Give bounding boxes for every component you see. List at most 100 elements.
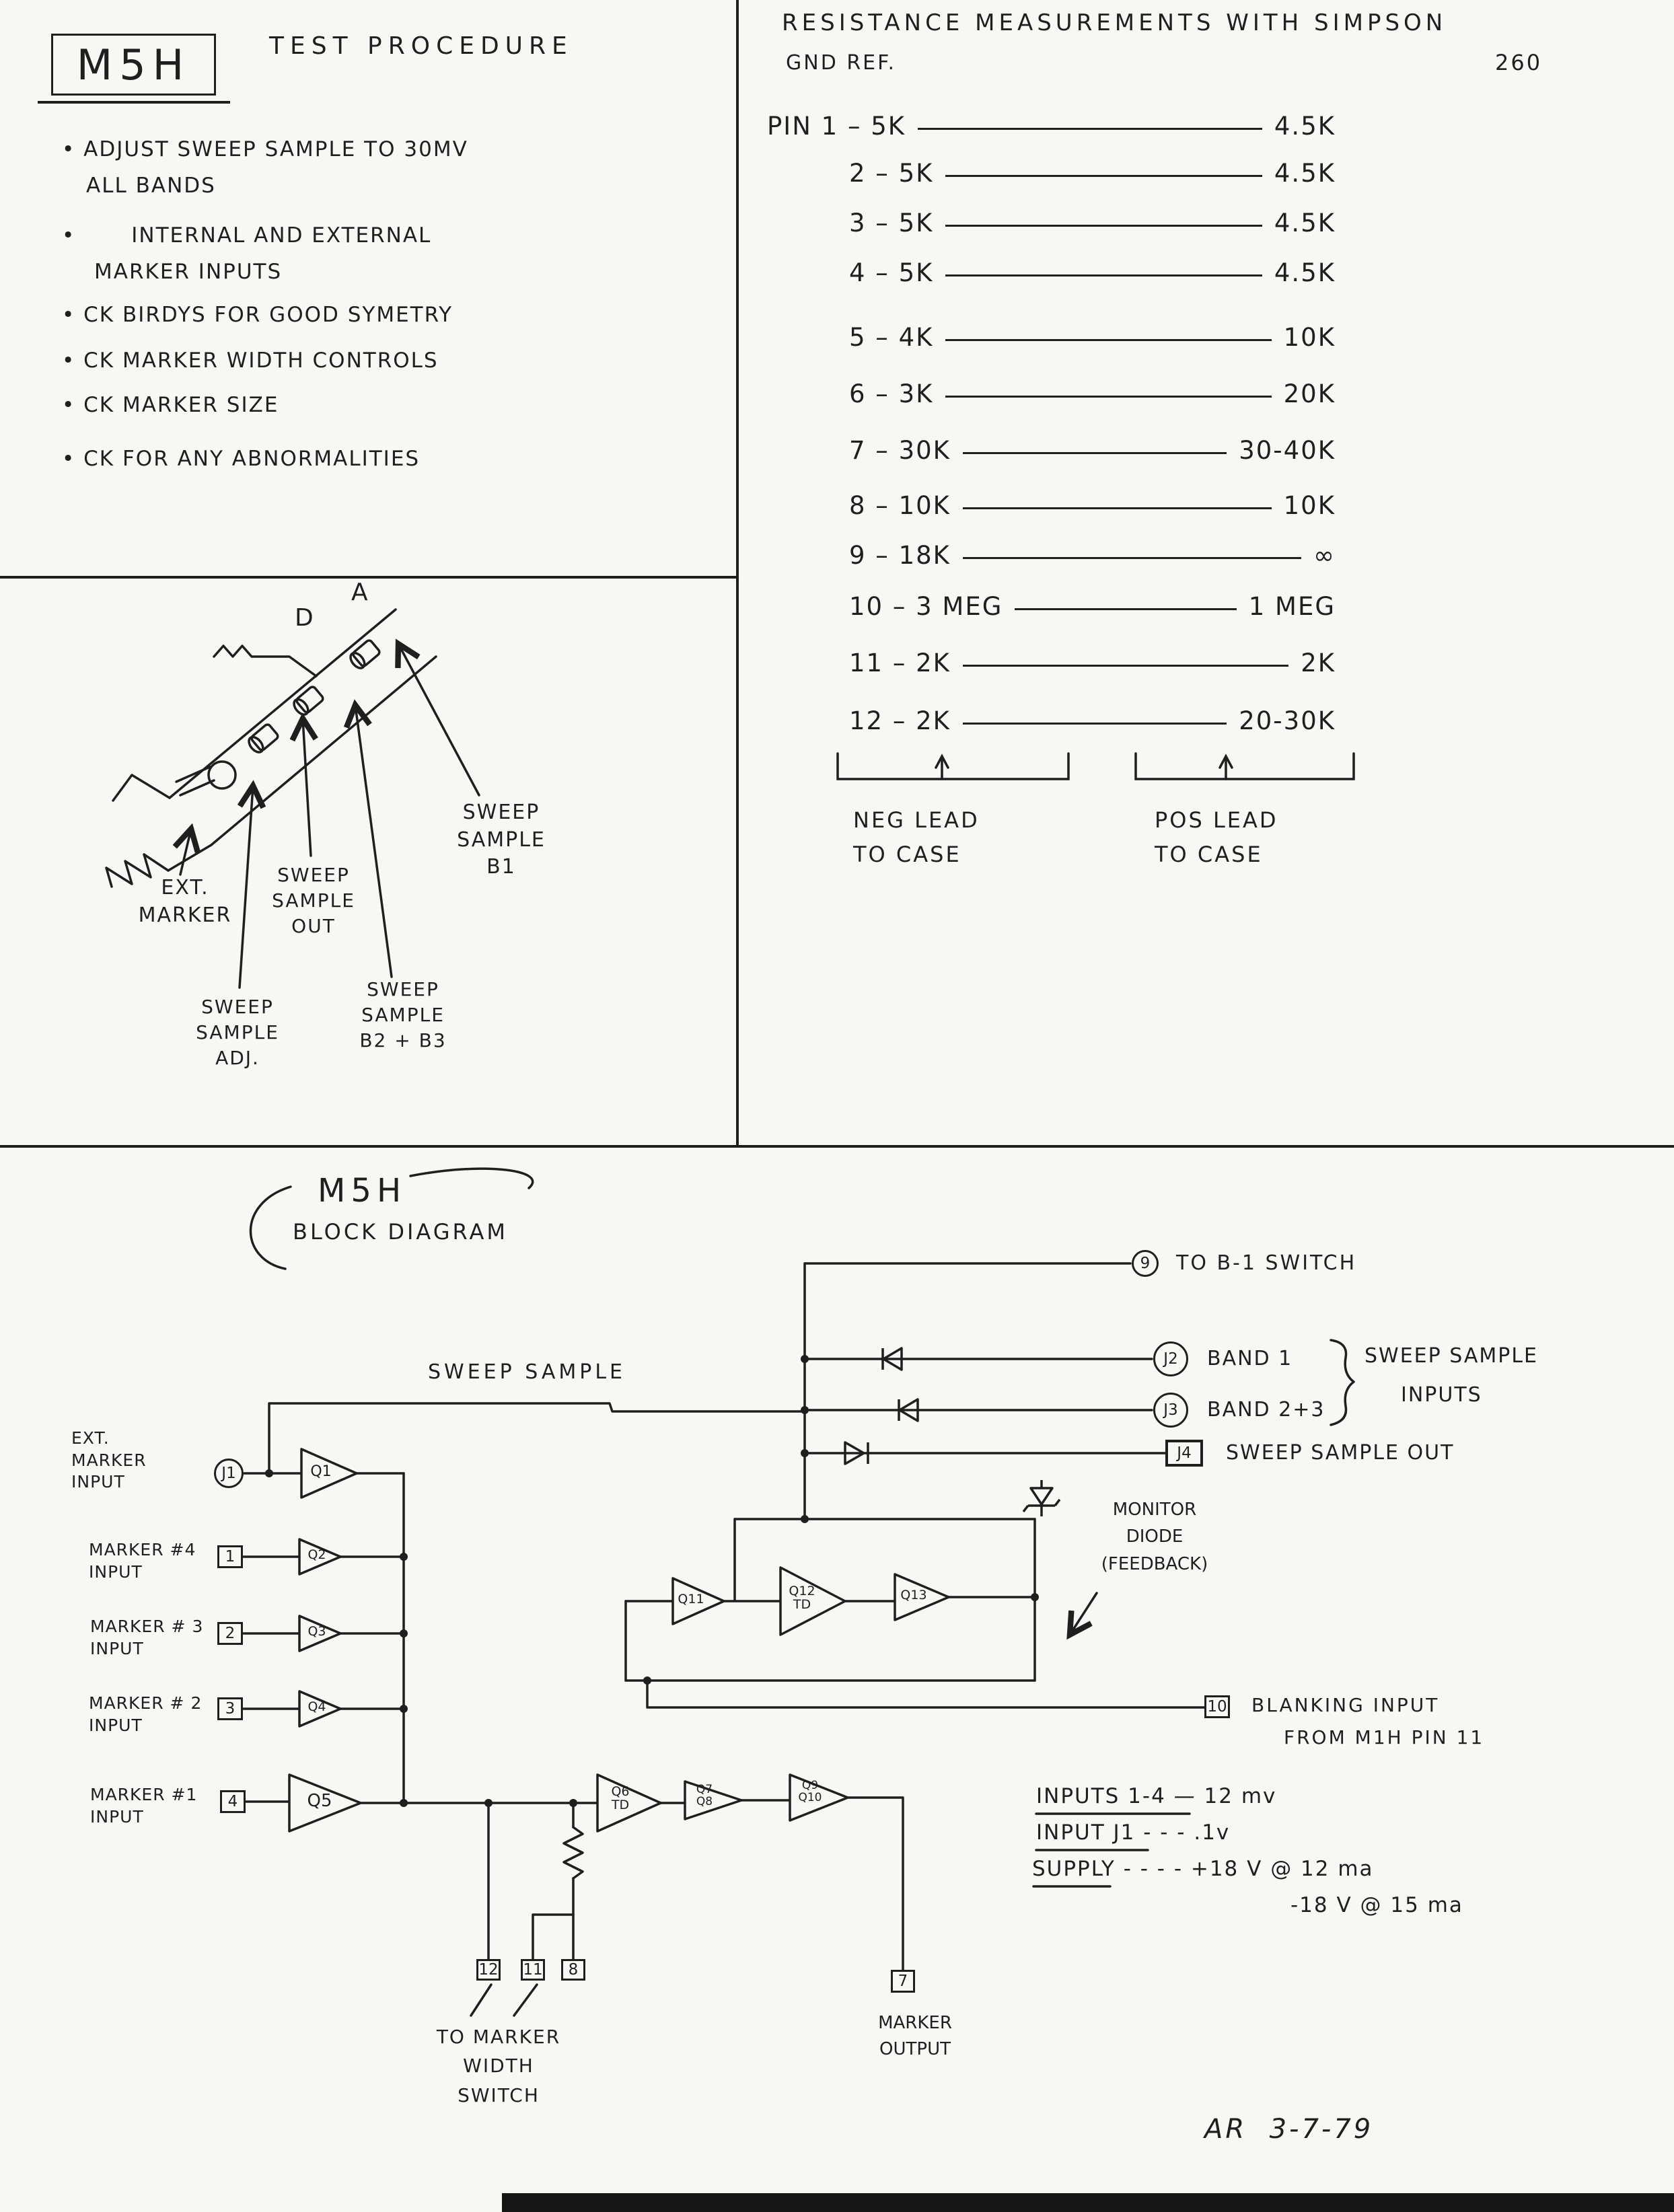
node-pin-4: 4 — [220, 1790, 246, 1813]
value-label: 10K — [1283, 491, 1336, 520]
amp-triangles — [288, 1448, 950, 1833]
sweep-sample-out-label: SWEEP SAMPLE OUT — [272, 864, 355, 937]
pin-label: 7 – 30K — [849, 436, 951, 465]
row-line — [945, 339, 1272, 341]
pin-label: 10 – 3 MEG — [849, 592, 1003, 621]
procedure-line: • CK MARKER SIZE — [62, 393, 279, 417]
resistance-row: 12 – 2K 20-30K — [849, 706, 1336, 735]
pin-label: 2 – 5K — [849, 159, 934, 188]
procedure-line: • INTERNAL AND EXTERNAL — [62, 223, 432, 248]
signature-date: AR 3-7-79 — [1204, 2114, 1374, 2145]
row-line — [962, 452, 1227, 454]
resistance-row: 10 – 3 MEG 1 MEG — [849, 592, 1336, 621]
resistance-row: 6 – 3K 20K — [849, 379, 1336, 408]
to-b1-switch-label: TO B-1 SWITCH — [1176, 1251, 1357, 1275]
band23-label: BAND 2+3 — [1207, 1398, 1325, 1422]
sketch-letter-d: D — [295, 604, 314, 632]
amp-q5 — [288, 1773, 362, 1833]
amp-q4 — [298, 1690, 342, 1728]
node-j1: J1 — [214, 1459, 244, 1488]
procedure-line: MARKER INPUTS — [94, 260, 283, 284]
pin-label: 6 – 3K — [849, 379, 934, 408]
resistance-row: 9 – 18K ∞ — [849, 541, 1336, 570]
value-label: 20-30K — [1239, 706, 1336, 735]
amp-label-q13: Q13 — [900, 1588, 927, 1602]
row-line — [945, 396, 1272, 398]
amp-q7q8 — [684, 1780, 743, 1820]
note-supply-neg: -18 V @ 15 ma — [1290, 1893, 1463, 1917]
meter-model: 260 — [1495, 50, 1543, 75]
diagram-wires — [242, 1262, 1355, 2017]
procedure-title: TEST PROCEDURE — [269, 32, 573, 60]
blanking-source-label: FROM M1H PIN 11 — [1284, 1726, 1485, 1748]
resistance-row: 8 – 10K 10K — [849, 491, 1336, 520]
pin-label: 5 – 4K — [849, 323, 934, 352]
ext-marker-label: EXT. MARKER — [138, 876, 232, 927]
amp-q1 — [300, 1448, 358, 1499]
value-label: 4.5K — [1274, 209, 1336, 237]
pin-label: 9 – 18K — [849, 541, 951, 570]
monitor-diode-label: MONITOR DIODE (FEEDBACK) — [1101, 1500, 1208, 1574]
row-line — [945, 175, 1262, 177]
amp-label-q2: Q2 — [307, 1547, 326, 1562]
pin-label: PIN 1 – 5K — [767, 112, 906, 141]
procedure-line: ALL BANDS — [86, 174, 216, 198]
scan-artifact-bar — [502, 2193, 1674, 2212]
section-dividers — [0, 0, 1674, 1148]
sketch-letter-a: A — [351, 579, 368, 606]
resistance-row: 4 – 5K 4.5K — [849, 258, 1336, 287]
pin-label: 8 – 10K — [849, 491, 951, 520]
diagram-subtitle: BLOCK DIAGRAM — [293, 1219, 508, 1245]
row-line — [962, 507, 1272, 509]
amp-label-q4: Q4 — [307, 1699, 326, 1714]
node-10: 10 — [1204, 1695, 1230, 1718]
pin-label: 12 – 2K — [849, 706, 951, 735]
pos-lead-label: POS LEAD TO CASE — [1155, 807, 1278, 868]
value-label: 4.5K — [1274, 112, 1336, 141]
row-line — [962, 665, 1289, 667]
amp-q9q10 — [789, 1773, 849, 1822]
diode-band1 — [881, 1347, 903, 1371]
node-12: 12 — [476, 1959, 501, 1981]
resistance-brackets — [836, 752, 1355, 780]
blanking-input-label: BLANKING INPUT — [1251, 1694, 1440, 1716]
node-j3: J3 — [1153, 1393, 1188, 1428]
resistance-row: 5 – 4K 10K — [849, 323, 1336, 352]
value-label: 1 MEG — [1248, 592, 1336, 621]
amp-label-q11: Q11 — [678, 1592, 704, 1607]
amp-label-q12-td: Q12 TD — [789, 1584, 815, 1612]
marker-input-4-label: MARKER #4 INPUT — [89, 1540, 196, 1582]
procedure-line: • ADJUST SWEEP SAMPLE TO 30MV — [62, 137, 468, 161]
row-line — [918, 128, 1262, 130]
sweep-sample-out-label: SWEEP SAMPLE OUT — [1226, 1441, 1455, 1465]
node-11: 11 — [521, 1959, 545, 1981]
amp-q3 — [298, 1615, 342, 1652]
node-8: 8 — [561, 1959, 585, 1981]
amp-q12 — [779, 1566, 846, 1636]
pin-label: 4 – 5K — [849, 258, 934, 287]
node-9: 9 — [1132, 1250, 1159, 1277]
monitor-diode — [1022, 1480, 1061, 1516]
amp-label-q6-td: Q6 TD — [611, 1784, 630, 1812]
title-curls — [249, 1167, 534, 1270]
diagram-title: M5H — [318, 1172, 407, 1210]
ext-marker-input-label: EXT. MARKER INPUT — [71, 1428, 147, 1491]
diode-band2-3 — [898, 1398, 919, 1422]
resistance-subtitle: GND REF. — [786, 51, 897, 75]
procedure-line: • CK BIRDYS FOR GOOD SYMETRY — [62, 303, 453, 327]
value-label: ∞ — [1313, 541, 1336, 570]
note-supply: SUPPLY - - - - +18 V @ 12 ma — [1032, 1857, 1374, 1881]
note-inputs: INPUTS 1-4 — 12 mv — [1036, 1784, 1277, 1808]
diodes — [844, 1347, 1061, 1516]
amp-label-q3: Q3 — [307, 1624, 326, 1639]
marker-input-2-label: MARKER # 2 INPUT — [89, 1693, 203, 1735]
junction-dots — [265, 1355, 1039, 1807]
amp-q6 — [596, 1773, 662, 1833]
value-label: 30-40K — [1239, 436, 1336, 465]
value-label: 20K — [1283, 379, 1336, 408]
node-pin-2: 2 — [217, 1622, 243, 1645]
pin-label: 11 – 2K — [849, 649, 951, 677]
row-line — [1015, 608, 1237, 610]
node-j2: J2 — [1153, 1341, 1188, 1376]
